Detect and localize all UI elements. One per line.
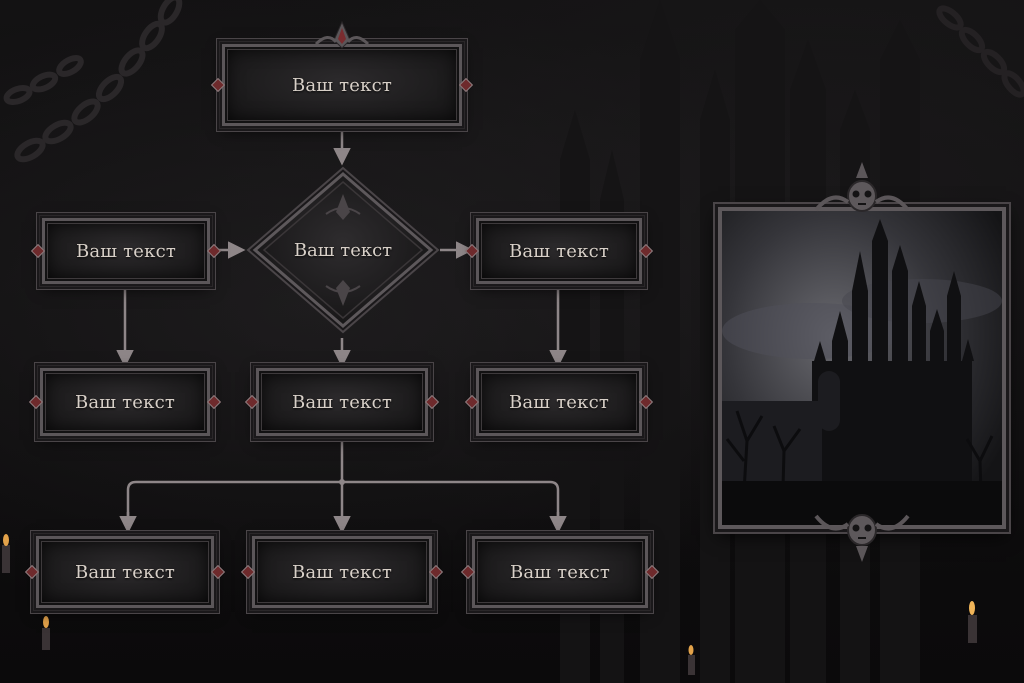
crest-ornament-icon (314, 20, 370, 49)
node-bottom-right-label: Ваш текст (509, 561, 611, 583)
node-bottom-center[interactable]: Ваш текст (240, 533, 444, 611)
candle-icon (2, 534, 977, 675)
node-center-low-label: Ваш текст (291, 391, 393, 413)
node-bottom-left-label: Ваш текст (74, 561, 176, 583)
node-left-mid-label: Ваш текст (75, 240, 177, 262)
skull-crest-icon (814, 162, 910, 212)
gothic-castle-painting-icon (722, 211, 1002, 525)
node-right-mid[interactable]: Ваш текст (464, 215, 654, 287)
node-right-low[interactable]: Ваш текст (464, 365, 654, 439)
chain-icon (936, 5, 1024, 98)
node-left-mid[interactable]: Ваш текст (30, 215, 222, 287)
node-center-low[interactable]: Ваш текст (244, 365, 440, 439)
node-right-mid-label: Ваш текст (508, 240, 610, 262)
node-right-low-label: Ваш текст (508, 391, 610, 413)
skull-crest-icon (814, 514, 910, 562)
node-top-label: Ваш текст (291, 74, 393, 96)
decision-diamond[interactable]: Ваш текст (246, 166, 440, 334)
node-bottom-left[interactable]: Ваш текст (24, 533, 226, 611)
decision-label: Ваш текст (293, 239, 393, 261)
node-left-low-label: Ваш текст (74, 391, 176, 413)
node-bottom-center-label: Ваш текст (291, 561, 393, 583)
node-bottom-right[interactable]: Ваш текст (460, 533, 660, 611)
castle-picture-frame (718, 207, 1006, 529)
node-left-low[interactable]: Ваш текст (28, 365, 222, 439)
node-top[interactable]: Ваш текст (210, 41, 474, 129)
joint-dot (339, 479, 345, 485)
chain-icon (3, 0, 183, 163)
